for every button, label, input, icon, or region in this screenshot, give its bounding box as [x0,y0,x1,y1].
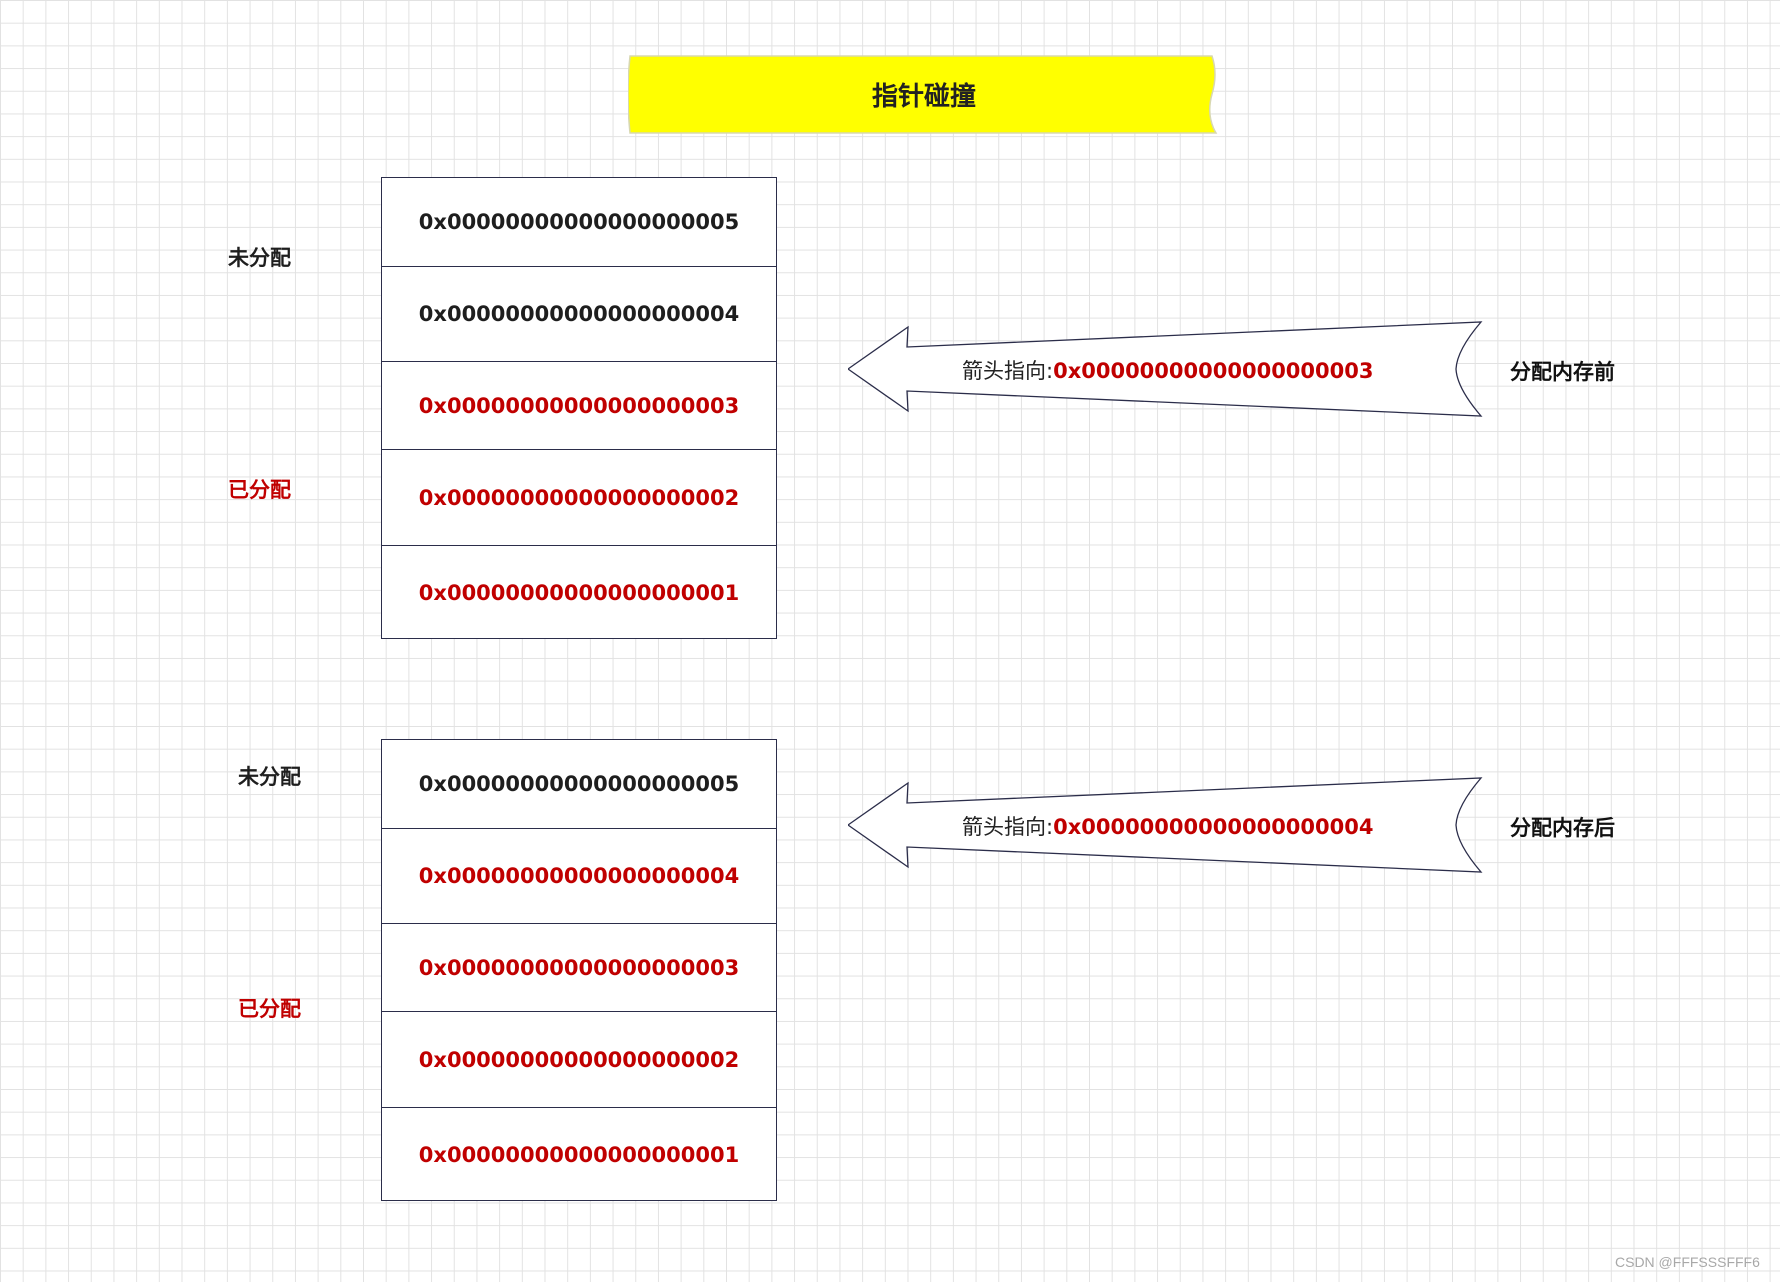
arrow-caption-address: 0x00000000000000000003 [1053,359,1374,383]
memory-cell-address: 0x00000000000000000004 [418,302,740,326]
memory-block-after: 0x00000000000000000005 0x000000000000000… [381,739,777,1201]
memory-cell: 0x00000000000000000001 [382,1108,776,1202]
arrow-caption-prefix: 箭头指向: [962,815,1054,839]
memory-cell: 0x00000000000000000001 [382,546,776,640]
memory-cell-address: 0x00000000000000000003 [418,393,740,418]
before-allocated-label: 已分配 [228,478,291,502]
memory-cell: 0x00000000000000000003 [382,924,776,1012]
memory-cell-address: 0x00000000000000000005 [418,772,740,796]
phase-label-after: 分配内存后 [1510,816,1615,840]
after-unallocated-label: 未分配 [238,765,301,789]
title-tape-shape [628,55,1218,134]
arrow-caption-before: 箭头指向:0x00000000000000000003 [962,355,1373,385]
memory-cell-address: 0x00000000000000000003 [418,955,740,980]
memory-cell: 0x00000000000000000005 [382,178,776,267]
pointer-arrow-before [848,321,1483,417]
memory-cell-address: 0x00000000000000000005 [418,210,740,234]
memory-cell: 0x00000000000000000002 [382,1012,776,1108]
arrow-caption-address: 0x00000000000000000004 [1053,815,1374,839]
arrow-caption-prefix: 箭头指向: [962,359,1054,383]
memory-cell: 0x00000000000000000004 [382,829,776,924]
memory-cell: 0x00000000000000000003 [382,362,776,450]
memory-cell: 0x00000000000000000002 [382,450,776,546]
arrow-caption-after: 箭头指向:0x00000000000000000004 [962,811,1373,841]
memory-cell-address: 0x00000000000000000002 [418,485,740,510]
memory-cell-address: 0x00000000000000000001 [418,581,740,605]
diagram-title-text: 指针碰撞 [871,82,976,112]
pointer-arrow-after [848,777,1483,873]
memory-cell: 0x00000000000000000004 [382,267,776,362]
diagram-title: 指针碰撞 [628,54,1220,135]
memory-cell-address: 0x00000000000000000001 [418,1143,740,1167]
memory-cell: 0x00000000000000000005 [382,740,776,829]
after-allocated-label: 已分配 [238,997,301,1021]
memory-block-before: 0x00000000000000000005 0x000000000000000… [381,177,777,639]
before-unallocated-label: 未分配 [228,246,291,270]
phase-label-before: 分配内存前 [1510,360,1615,384]
memory-cell-address: 0x00000000000000000004 [418,864,740,888]
watermark: CSDN @FFFSSSFFF6 [1615,1254,1760,1270]
memory-cell-address: 0x00000000000000000002 [418,1047,740,1072]
